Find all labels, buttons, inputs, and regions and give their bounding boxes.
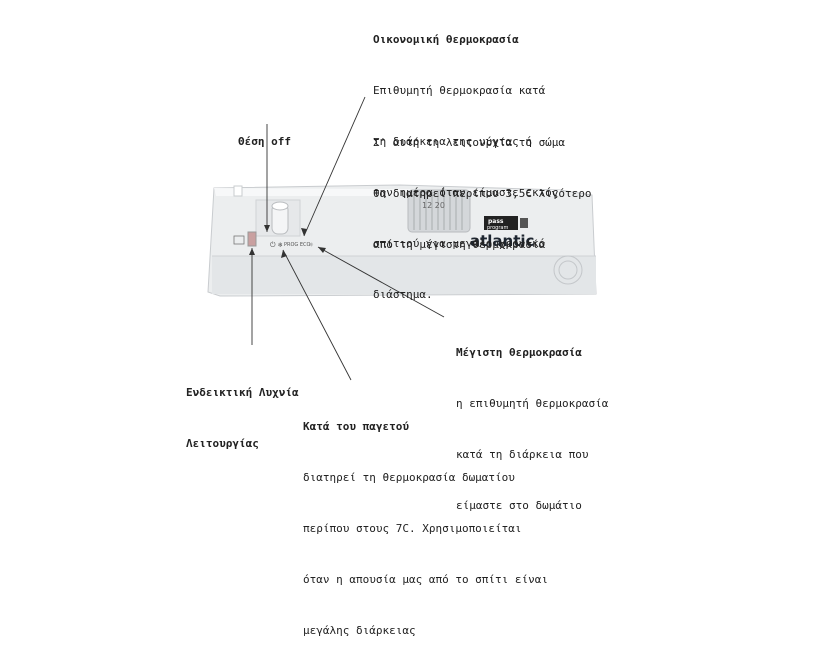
frost-label: Κατά του παγετού διατηρεί τη θερμοκρασία… bbox=[303, 384, 548, 656]
thermostat-dial[interactable]: 12 20 bbox=[407, 189, 471, 233]
frost-line-1: διατηρεί τη θερμοκρασία δωματίου bbox=[303, 471, 515, 484]
eco-title: Οικονομική θερμοκρασία bbox=[373, 33, 519, 46]
emblem-icon bbox=[553, 255, 583, 285]
off-symbol-icon: ⏻ bbox=[270, 241, 276, 249]
max-line-1: η επιθυμητή θερμοκρασία bbox=[456, 397, 609, 410]
lamp-symbol-icon bbox=[233, 235, 245, 245]
eco-line-4: σπιτιού για μεγάλο χρονικό bbox=[373, 237, 546, 250]
pass-program-badge: pass program bbox=[484, 216, 528, 231]
frost-line-3: όταν η απουσία μας από το σπίτι είναι bbox=[303, 573, 549, 586]
indicator-lamp bbox=[247, 231, 257, 247]
off-title: Θέση off bbox=[238, 135, 291, 148]
lamp-title-1: Ενδεικτική Λυχνία bbox=[186, 386, 299, 399]
eco-line-1: Επιθυμητή θερμοκρασία κατά bbox=[373, 84, 546, 97]
eco-line-3: την ημέρα όταν είμαστε εκτός bbox=[373, 186, 559, 199]
off-label: Θέση off bbox=[238, 99, 291, 167]
eco-label: Οικονομική θερμοκρασία Επιθυμητή θερμοκρ… bbox=[373, 0, 558, 320]
svg-text:pass: pass bbox=[488, 218, 504, 225]
sun-symbol-icon: ☼ bbox=[309, 241, 314, 249]
frost-line-2: περίπου στους 7C. Χρησιμοποιείται bbox=[303, 522, 522, 535]
max-leader bbox=[317, 246, 445, 318]
eco-line-5: διάστημα. bbox=[373, 288, 433, 301]
max-line-2: κατά τη διάρκεια που bbox=[456, 448, 589, 461]
eco-note-3: από τη μέγιστη θερμοκρασία bbox=[373, 238, 546, 251]
heater-illustration: 12 20 PROG ECO ⏻ ❄ ☼ pass program atlant… bbox=[207, 96, 597, 381]
lamp-label: Ενδεικτική Λυχνία Λειτουργίας bbox=[186, 350, 299, 469]
svg-text:program: program bbox=[487, 225, 508, 231]
leader-arrows bbox=[249, 225, 326, 258]
switch-mode-text: PROG ECO bbox=[284, 242, 311, 248]
eco-note-1: Σ' αυτή τη λειτουργία το σώμα bbox=[373, 136, 566, 149]
leader-lines bbox=[251, 96, 445, 381]
eco-leader bbox=[303, 96, 366, 237]
frost-leader bbox=[282, 249, 352, 381]
mode-switch-knob[interactable] bbox=[271, 201, 289, 235]
eco-line-2: τη διάρκεια της νύχτας ή bbox=[373, 135, 532, 148]
brand-logo: atlantic bbox=[470, 232, 534, 250]
dial-numbers: 12 20 bbox=[422, 201, 445, 210]
frost-title: Κατά του παγετού bbox=[303, 420, 409, 433]
max-title: Μέγιστη θερμοκρασία bbox=[456, 346, 582, 359]
eco-note-2: θα διατηρεί περίπου 3,5C λιγότερο bbox=[373, 187, 592, 200]
frost-symbol-icon: ❄ bbox=[278, 241, 282, 249]
frost-line-4: μεγάλης διάρκειας bbox=[303, 624, 416, 637]
eco-note: Σ' αυτή τη λειτουργία το σώμα θα διατηρε… bbox=[373, 100, 592, 270]
lamp-title-2: Λειτουργίας bbox=[186, 437, 259, 450]
